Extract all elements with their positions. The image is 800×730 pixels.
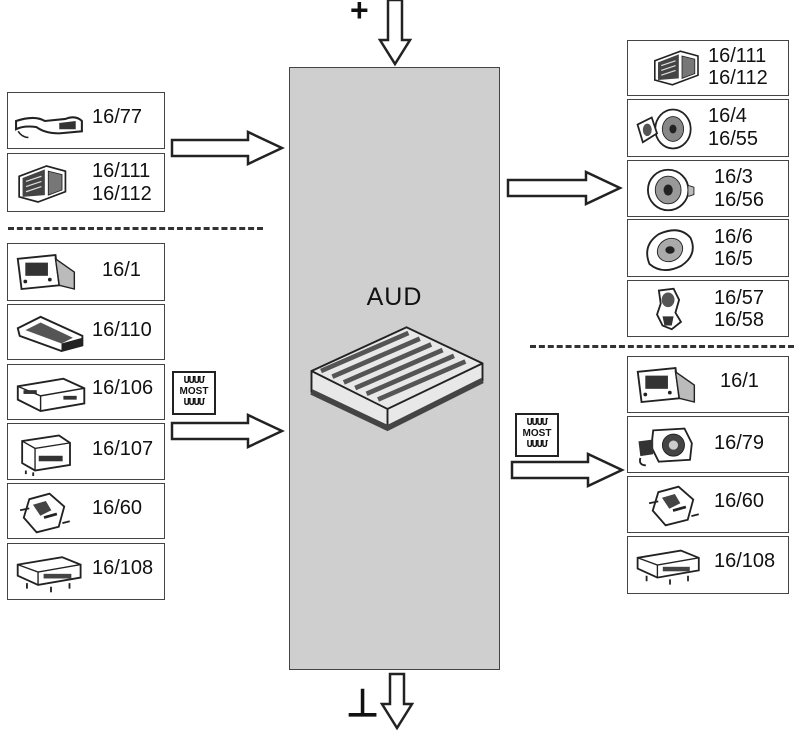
input-component-box: 16/108 [7,543,165,600]
component-code: 16/107 [92,438,154,460]
speaker-pair-icon [634,106,696,152]
tweeter-icon [646,283,692,335]
positive-supply-symbol: + [350,0,369,28]
output-component-box: 16/108 [627,536,789,594]
component-code: 16/112 [92,183,152,205]
component-code: 16/60 [92,497,143,519]
output-component-box: 16/57 16/58 [627,280,789,337]
component-code: 16/108 [92,557,154,579]
supply-arrow-down-icon [377,0,413,67]
head-unit-icon [634,363,700,409]
amplifier-module-icon [634,543,706,587]
component-code: 16/4 [708,105,747,127]
input-component-box: 16/106 [7,364,165,420]
left-group-separator [8,227,263,230]
component-code: 16/110 [92,319,152,341]
component-code: 16/106 [92,377,154,399]
most-wave-bottom: ՄՄՄՄ [526,439,548,450]
input-component-box: 16/107 [7,423,165,480]
most-wave-top: ՄՄՄՄ [183,375,205,386]
component-code: 16/111 [708,45,767,67]
component-code: 16/1 [102,259,141,281]
output-arrow-bottom-icon [510,452,625,488]
component-code: 16/112 [708,67,768,89]
amplifier-chip-icon [302,323,492,438]
ground-arrow-down-icon [379,672,415,730]
most-bus-badge-right: ՄՄՄՄ MOST ՄՄՄՄ [515,413,559,457]
antenna-bar-icon [14,311,90,355]
oval-speaker-icon [642,226,698,274]
round-speaker-icon [642,167,698,213]
input-component-box: 16/110 [7,304,165,360]
output-arrow-top-icon [506,170,623,206]
output-component-box: 16/6 16/5 [627,219,789,277]
amplifier-module-icon [14,550,88,594]
component-code: 16/111 [92,160,151,182]
component-code: 16/108 [714,550,776,572]
display-unit-icon [634,423,700,469]
output-component-box: 16/111 16/112 [627,40,789,96]
head-unit-icon [14,250,80,296]
most-bus-badge-left: ՄՄՄՄ MOST ՄՄՄՄ [172,371,216,415]
output-component-box: 16/1 [627,356,789,413]
input-component-box: 16/60 [7,483,165,539]
component-code: 16/60 [714,490,765,512]
central-unit-label: AUD [366,283,423,311]
loudspeaker-housing-icon [650,45,706,91]
component-code: 16/1 [720,370,759,392]
component-code: 16/6 [714,226,753,248]
most-label: MOST [522,428,552,439]
component-code: 16/56 [714,189,765,211]
most-label: MOST [179,386,209,397]
component-code: 16/77 [92,106,143,128]
input-arrow-bottom-icon [170,413,285,449]
component-code: 16/57 [714,287,765,309]
most-wave-bottom: ՄՄՄՄ [183,397,205,408]
output-component-box: 16/79 [627,416,789,473]
component-code: 16/3 [714,166,753,188]
input-arrow-top-icon [170,130,285,166]
input-component-box: 16/111 16/112 [7,153,165,212]
output-component-box: 16/60 [627,476,789,533]
input-component-box: 16/77 [7,92,165,149]
component-code: 16/58 [714,309,765,331]
control-module-icon [14,490,74,536]
ground-symbol: ⊥ [346,683,380,725]
control-module-icon [644,483,702,529]
component-code: 16/79 [714,432,765,454]
most-wave-top: ՄՄՄՄ [526,417,548,428]
input-component-box: 16/1 [7,243,165,301]
loudspeaker-housing-icon [14,160,74,208]
tuner-module-icon [14,430,80,476]
output-component-box: 16/3 16/56 [627,160,789,217]
right-group-separator [530,345,794,348]
output-component-box: 16/4 16/55 [627,99,789,157]
central-audio-unit: AUD [289,67,500,670]
cd-changer-icon [14,371,90,415]
component-code: 16/5 [714,248,753,270]
handset-icon [14,99,86,143]
component-code: 16/55 [708,128,759,150]
